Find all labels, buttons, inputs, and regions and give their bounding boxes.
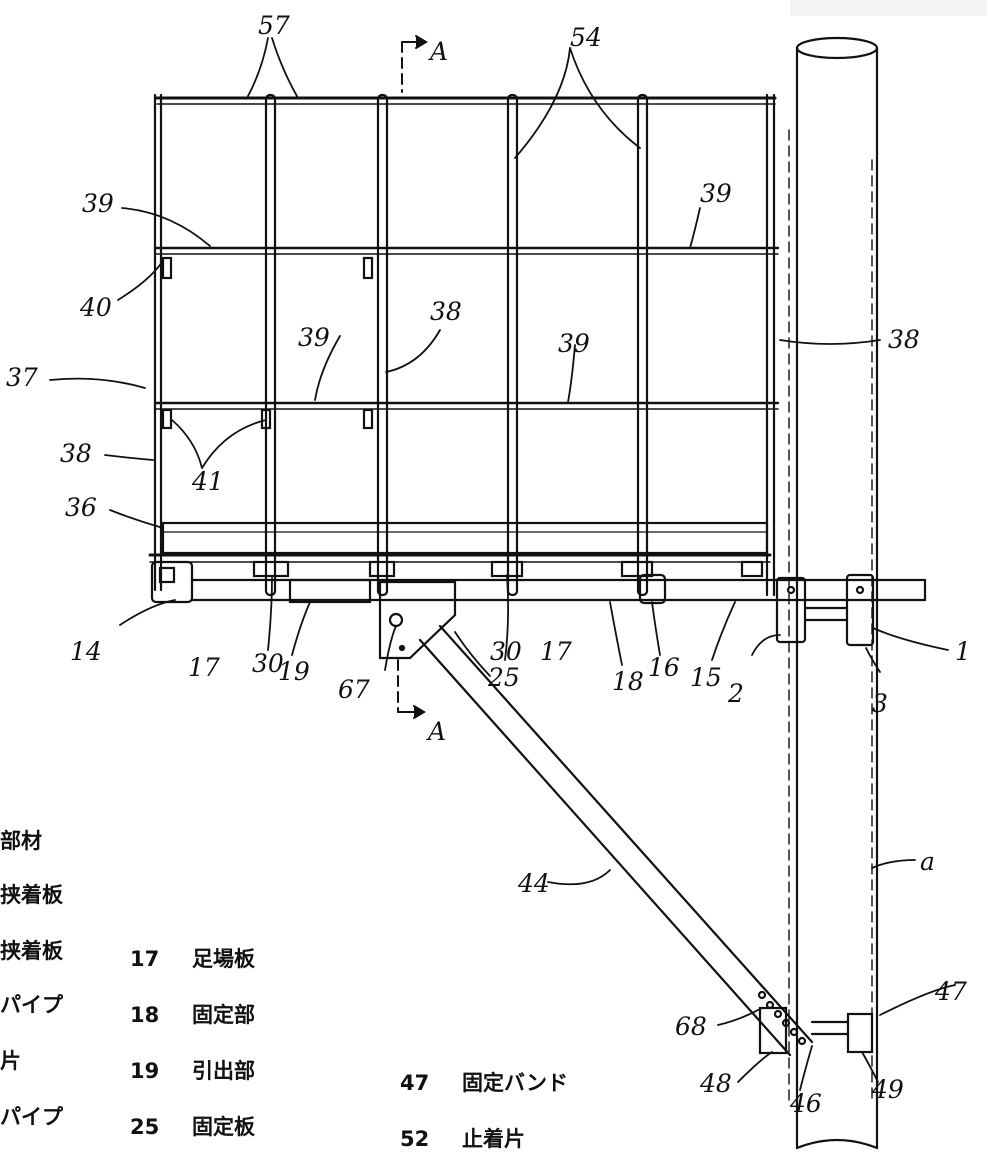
label-a-pole: a [920,847,935,876]
section-line [397,35,428,719]
legend-text-19: 引出部 [192,1059,255,1083]
legend-text-52: 止着片 [462,1127,525,1151]
fixing-band [758,1006,874,1055]
legend-left-4: 片 [0,1049,21,1073]
label-38-b: 38 [60,439,92,468]
label-39-c: 39 [298,323,330,352]
label-37: 37 [6,363,38,392]
label-57: 57 [258,11,290,40]
pole-clamp [775,573,875,647]
label-67: 67 [338,675,370,704]
label-40: 40 [79,293,112,322]
label-17-a: 17 [188,653,220,682]
label-36: 36 [65,493,97,522]
label-14: 14 [70,637,102,666]
label-30-b: 30 [490,637,522,666]
label-41: 41 [191,467,224,496]
label-38-r: 38 [888,325,920,354]
label-38-a: 38 [430,297,462,326]
legend-left-1: 挟着板 [0,883,64,907]
label-49: 49 [871,1075,904,1104]
label-19: 19 [278,657,310,686]
reference-labels: 57 A 54 39 39 40 38 39 39 38 37 38 41 36… [6,11,971,1118]
legend-num-25: 25 [130,1115,159,1139]
legend-left-3: パイプ [0,993,64,1017]
legend-left-2: 挟着板 [0,939,64,963]
vertical-bars [264,93,649,597]
label-3: 3 [872,689,888,718]
scaffold-board [148,553,927,605]
label-39-a: 39 [82,189,114,218]
guard-rail-frame [153,93,780,597]
legend-left-5: パイプ [0,1105,64,1129]
label-a-bottom: A [426,717,446,746]
label-15: 15 [690,663,722,692]
label-25: 25 [487,663,520,692]
legend-text-18: 固定部 [192,1003,255,1027]
legend-left-0: 部材 [0,829,42,853]
label-2: 2 [727,679,744,708]
label-39-d: 39 [558,329,590,358]
label-30-a: 30 [252,649,284,678]
legend-num-19: 19 [130,1059,159,1083]
label-48: 48 [699,1069,732,1098]
label-18: 18 [612,667,644,696]
legend-text-17: 足場板 [192,947,256,971]
legend-text-47: 固定バンド [462,1071,568,1095]
legend-num-17: 17 [130,947,159,971]
pole [788,36,879,1150]
label-a-top: A [428,37,448,66]
legend-num-47: 47 [400,1071,429,1095]
leader-lines [49,37,956,1091]
legend-num-18: 18 [130,1003,159,1027]
legend-num-52: 52 [400,1127,429,1151]
label-44: 44 [517,869,550,898]
top-bar [790,0,987,16]
fixing-plate [378,580,457,660]
label-1: 1 [955,637,971,666]
legend-text-25: 固定板 [192,1115,256,1139]
diagonal-brace [418,624,814,1057]
label-39-b: 39 [700,179,732,208]
label-68: 68 [675,1012,707,1041]
label-16: 16 [648,653,680,682]
label-17-b: 17 [540,637,572,666]
label-46: 46 [789,1089,822,1118]
legend: 部材 挟着板 挟着板 パイプ 片 パイプ 17 足場板 18 固定部 19 引出… [0,829,568,1151]
label-47: 47 [934,977,967,1006]
label-54: 54 [570,23,602,52]
